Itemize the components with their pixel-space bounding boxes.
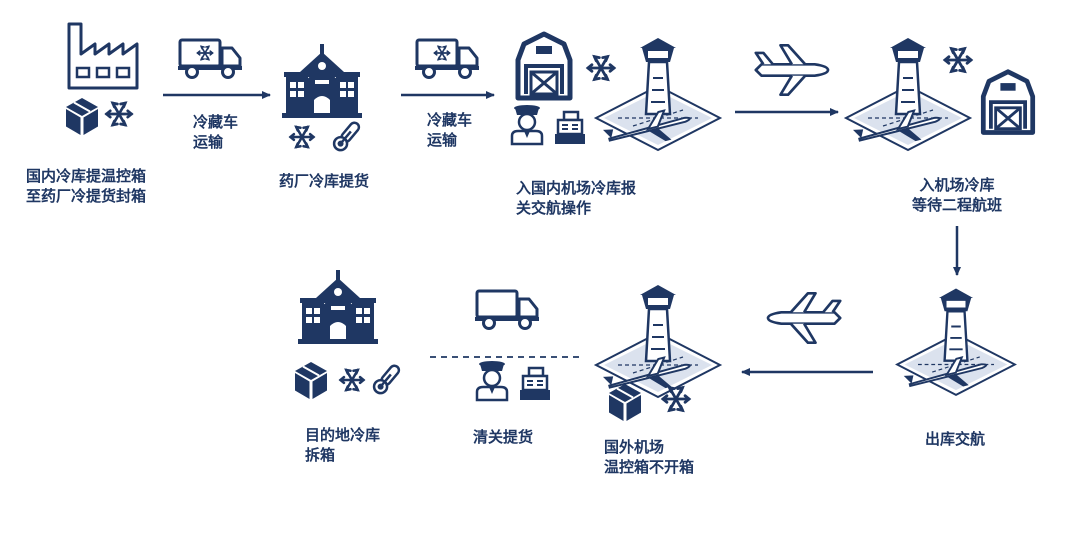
snowflake-icon xyxy=(289,125,315,149)
school-icon xyxy=(282,44,362,118)
snowflake-icon xyxy=(943,47,973,73)
cash-register-icon xyxy=(518,366,552,402)
airport-tower-icon xyxy=(844,36,972,157)
snowflake-icon xyxy=(586,55,616,81)
school-icon xyxy=(298,270,378,344)
customs-officer-icon xyxy=(510,103,544,146)
box-icon xyxy=(608,383,642,422)
cash-register-icon xyxy=(553,110,587,146)
airport-tower-icon xyxy=(594,283,722,404)
transport-1-label: 冷藏车 运输 xyxy=(193,113,239,151)
step-7-label: 清关提货 xyxy=(473,428,534,446)
box-icon xyxy=(294,361,328,400)
box-icon xyxy=(65,97,99,136)
snowflake-icon xyxy=(105,101,133,127)
truck-icon xyxy=(473,289,541,330)
factory-icon xyxy=(67,22,139,90)
thermometer-icon xyxy=(370,361,404,398)
step-5-label: 出库交航 xyxy=(925,430,986,448)
airplane-icon xyxy=(766,291,842,345)
barn-icon xyxy=(983,72,1032,133)
step-6-label: 国外机场 温控箱不开箱 xyxy=(604,438,695,476)
snowflake-icon xyxy=(339,368,365,392)
customs-officer-icon xyxy=(475,359,509,402)
step-2-label: 药厂冷库提货 xyxy=(279,172,370,190)
airplane-icon xyxy=(754,43,830,97)
airport-tower-icon xyxy=(594,36,722,157)
step-4-label: 入机场冷库 等待二程航班 xyxy=(911,176,1002,214)
barn-icon xyxy=(518,34,570,98)
step-1-label: 国内冷库提温控箱 至药厂冷提货封箱 xyxy=(26,167,147,205)
step-8-label: 目的地冷库 拆箱 xyxy=(305,426,381,464)
transport-2-label: 冷藏车 运输 xyxy=(427,111,473,149)
airport-tower-icon xyxy=(895,287,1017,401)
step-3-label: 入国内机场冷库报 关交航操作 xyxy=(516,179,637,217)
thermometer-icon xyxy=(330,118,364,155)
